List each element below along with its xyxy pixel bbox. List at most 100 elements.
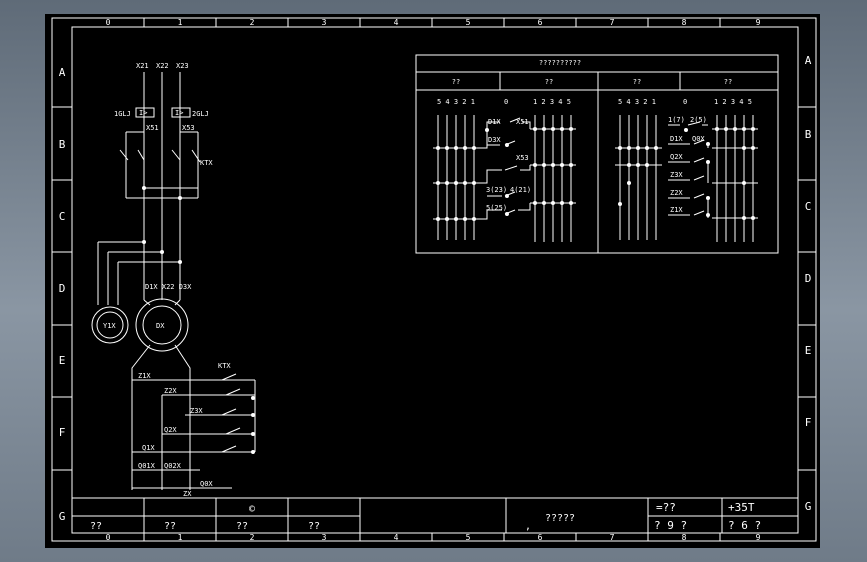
contact-label: X53 bbox=[182, 124, 195, 132]
contact-label: Z3X bbox=[670, 171, 683, 179]
terminal-label: X22 bbox=[156, 62, 169, 70]
junction-dots bbox=[142, 127, 755, 454]
relay-1glj bbox=[135, 107, 155, 118]
col-number: 7 bbox=[610, 18, 615, 27]
relay-symbol: I> bbox=[139, 109, 147, 117]
row-letter: G bbox=[805, 500, 812, 513]
row-letter: C bbox=[59, 210, 66, 223]
row-letter: F bbox=[59, 426, 66, 439]
copyright-symbol: © bbox=[249, 504, 256, 515]
positions-right: 1 2 3 4 5 bbox=[533, 98, 571, 106]
row-letter: E bbox=[59, 354, 66, 367]
col-number: 2 bbox=[250, 533, 255, 542]
col-number: 6 bbox=[538, 533, 543, 542]
row-letter: F bbox=[805, 416, 812, 429]
col-number: 4 bbox=[394, 533, 399, 542]
contact-label: Z1X bbox=[670, 206, 683, 214]
code-label: =?? bbox=[656, 501, 676, 514]
relay-symbol: I> bbox=[175, 109, 183, 117]
inner-frame bbox=[71, 26, 799, 534]
contact-label: Z2X bbox=[670, 189, 683, 197]
table-labels: ?????????? ?? ?? ?? ?? 5 4 3 2 1 0 1 2 3… bbox=[437, 59, 752, 214]
col-number: 7 bbox=[610, 533, 615, 542]
motor-terminals: D1X X22 D3X bbox=[145, 283, 192, 291]
timer2-label: KTX bbox=[218, 362, 231, 370]
row-letter: B bbox=[59, 138, 66, 151]
position-zero: 0 bbox=[504, 98, 508, 106]
timer-label: KTX bbox=[200, 159, 213, 167]
col-number: 6 bbox=[538, 18, 543, 27]
contact-label: 2(5) bbox=[690, 116, 707, 124]
col-number: 8 bbox=[682, 18, 687, 27]
row-letter: D bbox=[805, 272, 812, 285]
contact-label: 1(7) bbox=[668, 116, 685, 124]
positions-left: 5 4 3 2 1 bbox=[618, 98, 656, 106]
motor-circle bbox=[135, 298, 189, 352]
title-block bbox=[72, 497, 798, 533]
wire-label: Q2X bbox=[164, 426, 177, 434]
row-letter: A bbox=[805, 54, 812, 67]
outer-frame bbox=[51, 17, 817, 542]
col-number: 0 bbox=[106, 533, 111, 542]
positions-right: 1 2 3 4 5 bbox=[714, 98, 752, 106]
col-number: 9 bbox=[756, 18, 761, 27]
row-letter: D bbox=[59, 282, 66, 295]
row-letters: A B C D E F G A B C D E F G bbox=[59, 54, 812, 523]
table-header-left: ?? bbox=[452, 78, 460, 86]
aux-machine-circle bbox=[91, 306, 129, 344]
title-cell: ?? bbox=[90, 521, 102, 532]
contact-label: D3X bbox=[488, 136, 501, 144]
zone-labels: 0 1 2 3 4 5 6 7 8 9 0 1 2 3 4 5 6 7 8 9 bbox=[106, 18, 761, 542]
table-header-mid-right: ?? bbox=[633, 78, 641, 86]
comma: , bbox=[525, 521, 531, 532]
col-number: 8 bbox=[682, 533, 687, 542]
code-value: +35T bbox=[728, 501, 755, 514]
wire-label: Q02X bbox=[164, 462, 182, 470]
contact-label: D1X bbox=[488, 118, 501, 126]
contact-label: X51 bbox=[146, 124, 159, 132]
contact-label: 4(21) bbox=[510, 186, 531, 194]
motor-label: DX bbox=[156, 322, 165, 330]
title-cell: ?? bbox=[236, 521, 248, 532]
contact-label: 5(25) bbox=[486, 204, 507, 212]
col-number: 5 bbox=[466, 533, 471, 542]
contact-label: D1X bbox=[670, 135, 683, 143]
zone-ticks bbox=[52, 18, 816, 541]
sheet-number-left: ? 9 ? bbox=[654, 519, 687, 532]
row-letter: E bbox=[805, 344, 812, 357]
table-header-mid-left: ?? bbox=[545, 78, 553, 86]
col-number: 9 bbox=[756, 533, 761, 542]
col-number: 1 bbox=[178, 533, 183, 542]
col-number: 0 bbox=[106, 18, 111, 27]
relay-2glj bbox=[171, 107, 191, 118]
contact-label: 3(23) bbox=[486, 186, 507, 194]
col-number: 5 bbox=[466, 18, 471, 27]
wire-label: ZX bbox=[183, 490, 192, 498]
col-number: 4 bbox=[394, 18, 399, 27]
wire-label: Q01X bbox=[138, 462, 156, 470]
switch-table bbox=[415, 54, 779, 254]
col-number: 2 bbox=[250, 18, 255, 27]
row-letter: G bbox=[59, 510, 66, 523]
relay-label: 1GLJ bbox=[114, 110, 131, 118]
col-number: 3 bbox=[322, 18, 327, 27]
title-cell: ?? bbox=[164, 521, 176, 532]
aux-machine-label: Y1X bbox=[103, 322, 116, 330]
relay-label: 2GLJ bbox=[192, 110, 209, 118]
col-number: 3 bbox=[322, 533, 327, 542]
terminal-label: X21 bbox=[136, 62, 149, 70]
wire-label: Q1X bbox=[142, 444, 155, 452]
position-zero: 0 bbox=[683, 98, 687, 106]
table-header-right: ?? bbox=[724, 78, 732, 86]
power-circuit bbox=[91, 72, 256, 490]
row-letter: B bbox=[805, 128, 812, 141]
wire-label: Q0X bbox=[200, 480, 213, 488]
title-block-labels: © ?? ?? ?? ?? ????? , =?? +35T ? 9 ? ? 6… bbox=[90, 501, 761, 532]
drawing-sheet bbox=[45, 14, 820, 548]
wire-label: Z2X bbox=[164, 387, 177, 395]
title-cell: ?? bbox=[308, 521, 320, 532]
contact-label: Q0X bbox=[692, 135, 705, 143]
col-number: 1 bbox=[178, 18, 183, 27]
terminal-label: X23 bbox=[176, 62, 189, 70]
